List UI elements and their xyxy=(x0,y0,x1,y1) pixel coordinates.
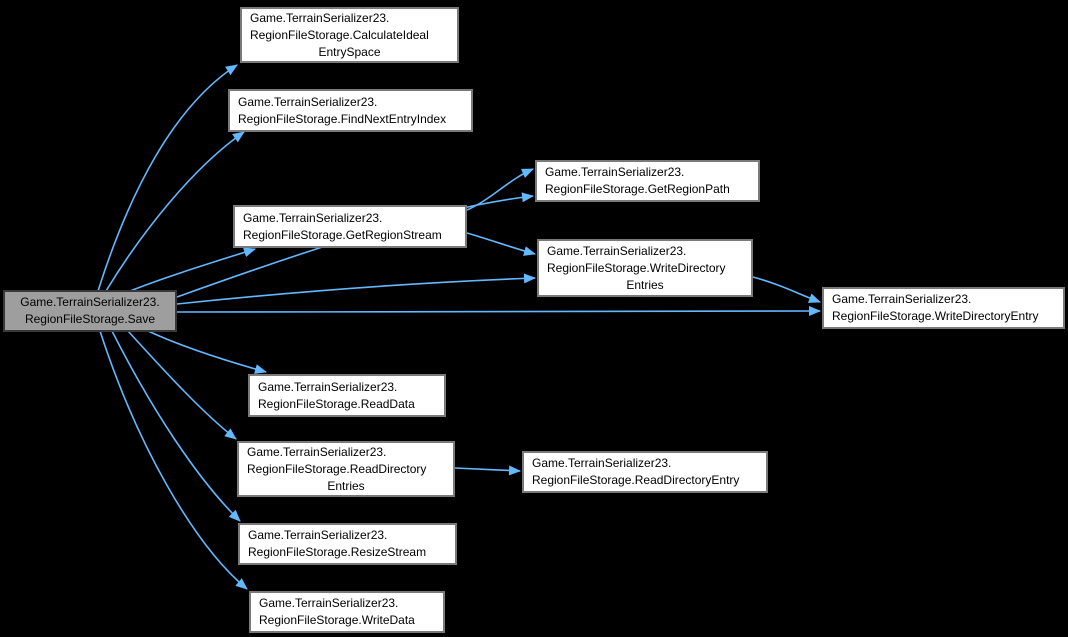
node-resizestream[interactable]: Game.TerrainSerializer23. RegionFileStor… xyxy=(238,523,457,565)
edge-readdirectoryentries-readdirectoryentry xyxy=(454,465,521,476)
edge-getregionstream-writedirectoryentries xyxy=(466,232,536,256)
node-label-line: RegionFileStorage.Save xyxy=(24,312,156,326)
node-writedata[interactable]: Game.TerrainSerializer23. RegionFileStor… xyxy=(249,591,445,633)
edge-save-calculateidealentryspace xyxy=(97,64,238,292)
node-label-line: Game.TerrainSerializer23. xyxy=(258,379,398,394)
node-label-line: RegionFileStorage.GetRegionPath xyxy=(545,182,730,196)
node-label-line: Game.TerrainSerializer23. xyxy=(20,295,160,309)
edge-save-writedirectoryentry xyxy=(176,306,821,317)
node-label-line: RegionFileStorage.GetRegionStream xyxy=(243,227,442,242)
edge-save-getregionstream xyxy=(129,247,256,292)
node-label-line: RegionFileStorage.ReadDirectory xyxy=(247,461,427,476)
node-label-line: RegionFileStorage.WriteDirectoryEntry xyxy=(832,309,1039,323)
node-label-line: Game.TerrainSerializer23. xyxy=(259,596,399,610)
edge-save-writedata xyxy=(99,330,248,590)
edge-save-readdirectoryentries xyxy=(127,330,237,440)
node-label-line: Game.TerrainSerializer23. xyxy=(238,94,378,109)
node-save[interactable]: Game.TerrainSerializer23. RegionFileStor… xyxy=(3,290,177,332)
node-label-line: RegionFileStorage.ResizeStream xyxy=(248,545,427,559)
node-label-line: Game.TerrainSerializer23. xyxy=(547,243,687,258)
node-getregionpath[interactable]: Game.TerrainSerializer23. RegionFileStor… xyxy=(535,160,760,202)
node-getregionstream[interactable]: Game.TerrainSerializer23. RegionFileStor… xyxy=(233,205,467,248)
edge-save-writedirectoryentries xyxy=(176,273,536,305)
edge-getregionstream-getregionpath xyxy=(466,168,534,211)
node-readdata[interactable]: Game.TerrainSerializer23. RegionFileStor… xyxy=(248,374,446,417)
node-label-line: Game.TerrainSerializer23. xyxy=(247,444,387,459)
edge-writedirectoryentries-writedirectoryentry xyxy=(752,276,821,303)
node-label-line: RegionFileStorage.ReadDirectoryEntry xyxy=(532,473,740,487)
node-calculateidealentryspace[interactable]: Game.TerrainSerializer23. RegionFileStor… xyxy=(240,7,459,63)
node-label-line: RegionFileStorage.WriteData xyxy=(259,613,415,627)
edge-save-findnextentryindex xyxy=(105,131,245,292)
node-readdirectoryentries[interactable]: Game.TerrainSerializer23. RegionFileStor… xyxy=(237,441,455,497)
node-label-line: Entries xyxy=(626,277,664,292)
node-label-line: EntrySpace xyxy=(318,44,381,59)
node-label-line: RegionFileStorage.WriteDirectory xyxy=(547,260,726,275)
node-writedirectoryentry[interactable]: Game.TerrainSerializer23. RegionFileStor… xyxy=(822,287,1065,329)
node-findnextentryindex[interactable]: Game.TerrainSerializer23. RegionFileStor… xyxy=(228,89,473,132)
node-readdirectoryentry[interactable]: Game.TerrainSerializer23. RegionFileStor… xyxy=(522,451,768,493)
node-label-line: RegionFileStorage.CalculateIdeal xyxy=(250,27,429,42)
node-label-line: Game.TerrainSerializer23. xyxy=(532,456,672,470)
node-writedirectoryentries[interactable]: Game.TerrainSerializer23. RegionFileStor… xyxy=(537,239,753,297)
edge-save-resizestream xyxy=(111,330,241,522)
node-label-line: Game.TerrainSerializer23. xyxy=(250,10,390,25)
edge-save-readdata xyxy=(147,330,267,374)
node-label-line: Game.TerrainSerializer23. xyxy=(545,165,685,179)
node-label-line: Entries xyxy=(327,478,365,493)
node-label-line: Game.TerrainSerializer23. xyxy=(243,210,383,225)
node-label-line: RegionFileStorage.FindNextEntryIndex xyxy=(238,111,447,126)
node-label-line: RegionFileStorage.ReadData xyxy=(258,396,415,411)
node-label-line: Game.TerrainSerializer23. xyxy=(832,292,972,306)
node-label-line: Game.TerrainSerializer23. xyxy=(248,528,388,542)
